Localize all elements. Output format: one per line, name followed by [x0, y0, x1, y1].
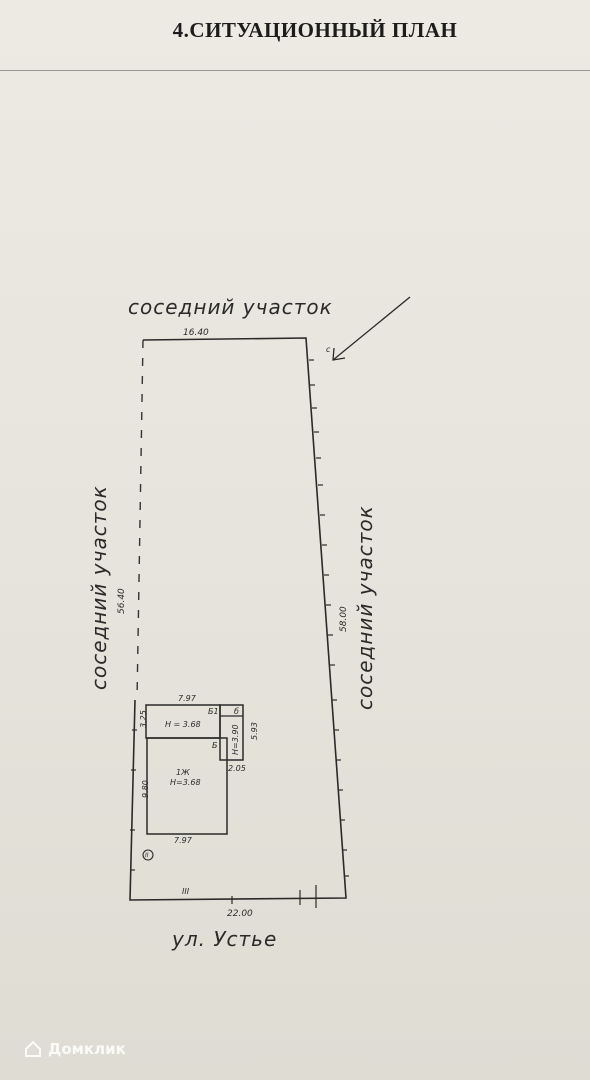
- neighbor-left-label: соседний участок: [87, 485, 111, 690]
- parcel-boundary: [129, 337, 347, 901]
- parcel-marker-icon: [142, 849, 154, 861]
- dimension-right: 58.00: [339, 606, 349, 632]
- street-label: ул. Устье: [171, 927, 277, 951]
- building-height-main: 9.80: [141, 780, 150, 798]
- annex-label-b-small: б: [234, 707, 239, 716]
- right-boundary-ticks: [309, 359, 349, 877]
- neighbor-top-label: соседний участок: [128, 295, 333, 319]
- fence-mark: III: [182, 887, 190, 896]
- building-width-bottom: 7.97: [174, 836, 193, 845]
- annex-side-length: 5.93: [250, 722, 259, 740]
- dimension-left: 56.40: [117, 588, 127, 614]
- page-title: 4.СИТУАЦИОННЫЙ ПЛАН: [172, 18, 458, 42]
- north-mark: с: [326, 345, 331, 354]
- building-height-small: 3.25: [139, 710, 148, 728]
- neighbor-right-label: соседний участок: [353, 505, 377, 710]
- parcel-left-boundary: [136, 339, 144, 701]
- annex-height: Н = 3.68: [165, 720, 201, 729]
- title-divider: [0, 70, 590, 71]
- annex-side-height: Н=3.90: [231, 724, 240, 755]
- bottom-boundary-ticks: [231, 885, 317, 908]
- annex-side-width: 2.05: [228, 764, 246, 773]
- house-icon: [25, 1040, 41, 1057]
- building-width-top: 7.97: [178, 694, 197, 703]
- annex-b: [219, 704, 244, 761]
- main-house-label: 1Ж: [176, 768, 190, 777]
- dimension-top: 16.40: [183, 328, 209, 338]
- annex-label-b: Б: [212, 741, 218, 750]
- watermark: Домклик: [24, 1040, 126, 1058]
- main-house: [146, 737, 228, 835]
- north-arrow-icon: [332, 296, 411, 361]
- left-boundary-ticks: [130, 729, 137, 871]
- annex-label-b1: Б1: [208, 707, 219, 716]
- main-house-height: Н=3.68: [170, 778, 201, 787]
- parcel-mark: II: [145, 852, 149, 859]
- dimension-bottom: 22.00: [227, 909, 253, 919]
- watermark-text: Домклик: [48, 1040, 126, 1058]
